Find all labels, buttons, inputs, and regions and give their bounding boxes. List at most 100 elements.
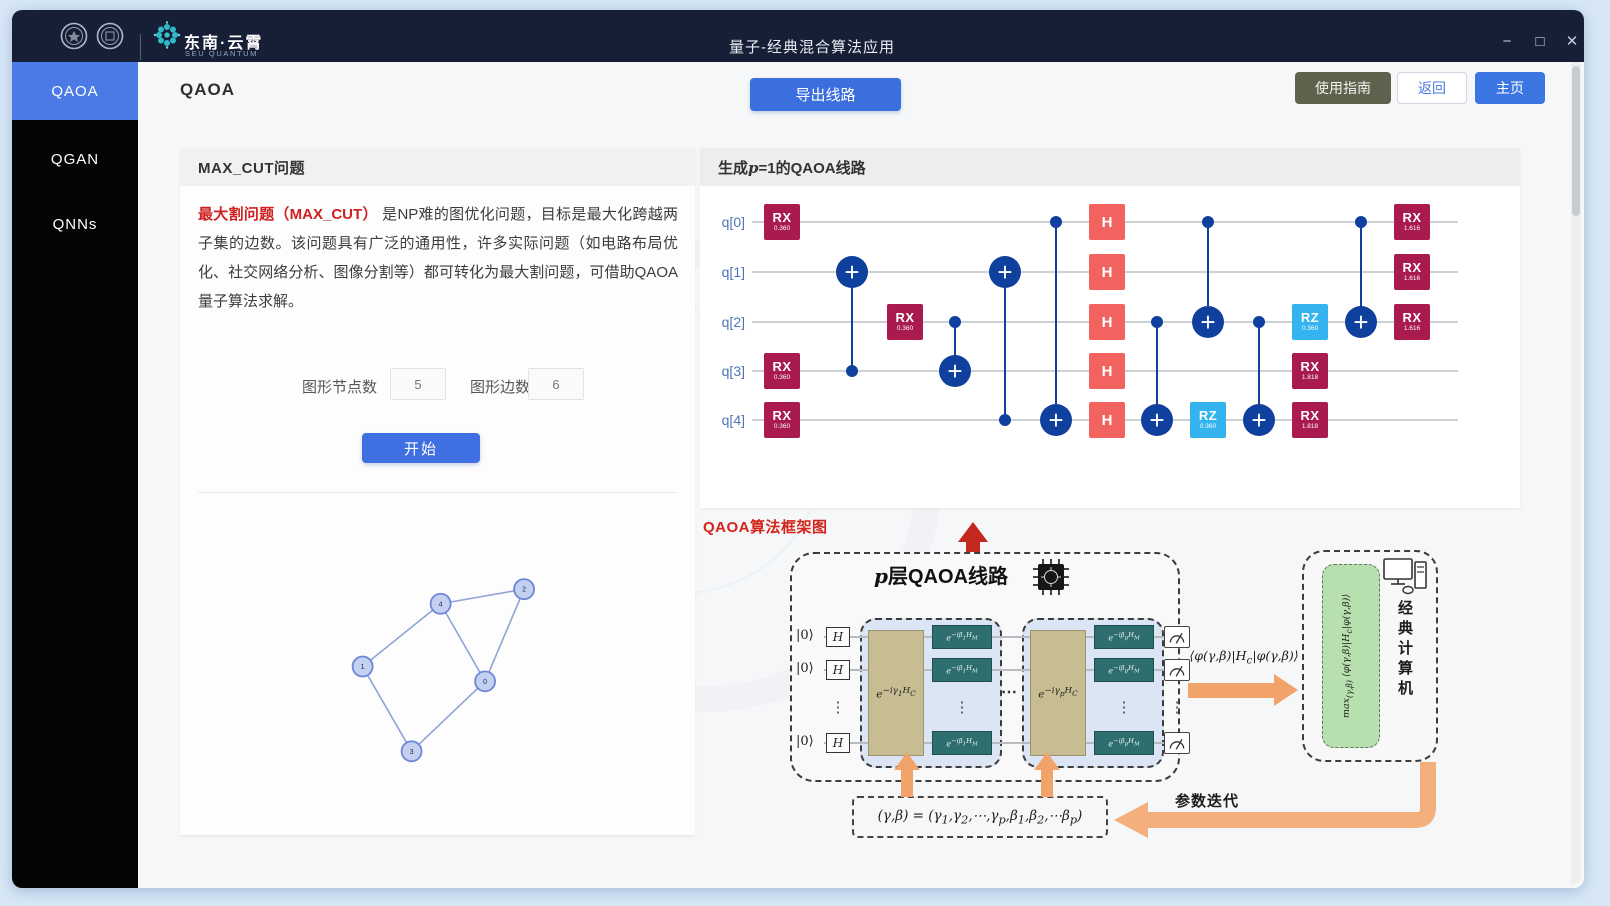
measurement-icon xyxy=(1164,659,1190,681)
cnot-target: + xyxy=(1040,404,1072,436)
mixer-unitary-box: e−iβ1HM xyxy=(932,658,992,682)
gate-h: H xyxy=(1089,402,1125,438)
cnot-control xyxy=(1151,316,1163,328)
vertical-dots: ⋮ xyxy=(1169,699,1185,716)
cost-unitary-box-p: e−iγpHC xyxy=(1030,630,1086,756)
cnot-connector xyxy=(1359,222,1363,322)
measurement-icon xyxy=(1164,732,1190,754)
graph-node xyxy=(513,578,535,601)
orange-right-arrow-head xyxy=(1274,674,1298,706)
gate-h: H xyxy=(1089,304,1125,340)
chip-icon xyxy=(1033,559,1069,595)
brand-divider xyxy=(140,34,141,60)
cnot-connector xyxy=(1003,272,1007,420)
maxcut-panel: MAX_CUT问题 最大割问题（MAX_CUT） 是NP难的图优化问题，目标是最… xyxy=(180,148,695,836)
window-title: 量子-经典混合算法应用 xyxy=(729,39,895,56)
gate-h: H xyxy=(1089,353,1125,389)
qubit-label: q[4] xyxy=(721,412,745,428)
edges-count-input[interactable] xyxy=(528,368,584,400)
graph-edge xyxy=(440,588,525,605)
mixer-unitary-box: e−iβpHM xyxy=(1094,731,1154,755)
classical-computer-label: 经典计算机 xyxy=(1396,600,1413,700)
ket-zero-label: |0⟩ xyxy=(796,734,814,749)
university-seal-icon xyxy=(96,22,124,50)
nodes-count-input[interactable] xyxy=(390,368,446,400)
ellipsis-between-blocks: ⋯ xyxy=(1001,684,1017,701)
vertical-dots: ⋮ xyxy=(830,699,846,716)
circuit-panel-header: 生成p=1的QAOA线路 xyxy=(700,148,1520,186)
cnot-target: + xyxy=(989,256,1021,288)
graph-node xyxy=(400,740,423,763)
maxcut-panel-title: MAX_CUT问题 xyxy=(198,159,306,177)
sidebar-item-qgan[interactable]: QGAN xyxy=(50,150,100,168)
atom-logo-icon xyxy=(153,21,181,49)
computer-icon xyxy=(1383,558,1427,595)
close-icon[interactable]: ✕ xyxy=(1565,33,1579,50)
red-up-arrow-icon xyxy=(958,522,988,542)
user-guide-button[interactable]: 使用指南 xyxy=(1295,72,1391,104)
circuit-panel-title: 生成p=1的QAOA线路 xyxy=(718,158,866,177)
orange-right-arrow-body xyxy=(1188,683,1274,698)
scrollbar-track[interactable] xyxy=(1571,62,1581,884)
graph-edge xyxy=(439,603,486,682)
sidebar-item-qnns[interactable]: QNNs xyxy=(52,215,98,233)
brand-name-cn: 东南·云霄 xyxy=(184,35,264,52)
hadamard-box: H xyxy=(826,660,850,680)
graph-node xyxy=(351,655,374,678)
qubit-label: q[1] xyxy=(721,264,745,280)
mixer-unitary-box: e−iβ1HM xyxy=(932,731,992,755)
cnot-connector xyxy=(1054,222,1058,420)
iteration-label: 参数迭代 xyxy=(1175,793,1240,810)
maxcut-description-highlight: 最大割问题（MAX_CUT） xyxy=(198,206,378,223)
vertical-dots: ⋮ xyxy=(954,699,970,716)
maxcut-description: 最大割问题（MAX_CUT） 是NP难的图优化问题，目标是最大化跨越两子集的边数… xyxy=(198,200,678,316)
mixer-unitary-box: e−iβ1HM xyxy=(932,625,992,649)
page-title: QAOA xyxy=(180,80,235,99)
orange-up-arrow-2-body xyxy=(1041,769,1053,797)
ket-zero-label: |0⟩ xyxy=(796,661,814,676)
cnot-control xyxy=(1355,216,1367,228)
maximize-icon[interactable]: □ xyxy=(1535,33,1545,50)
minimize-icon[interactable]: − xyxy=(1502,33,1512,50)
edges-count-label: 图形边数 xyxy=(470,379,531,396)
measurement-icon xyxy=(1164,626,1190,648)
cnot-target: + xyxy=(1192,306,1224,338)
cnot-target: + xyxy=(1141,404,1173,436)
framework-wire xyxy=(824,669,1174,671)
scrollbar-thumb[interactable] xyxy=(1572,66,1580,216)
university-seal-icon xyxy=(60,22,88,50)
graph-node-label: 3 xyxy=(410,749,414,756)
cnot-control xyxy=(1050,216,1062,228)
brand-name-en: SEU QUANTUM xyxy=(185,49,259,58)
parameter-iteration-arrow xyxy=(1114,762,1436,838)
framework-box-title: p层QAOA线路 xyxy=(874,564,1008,588)
classical-objective-box xyxy=(1322,564,1380,748)
cnot-connector xyxy=(953,322,957,371)
maxcut-panel-header: MAX_CUT问题 xyxy=(180,148,695,186)
graph-node-label: 1 xyxy=(361,664,365,671)
home-button[interactable]: 主页 xyxy=(1475,72,1545,104)
expectation-label: ⟨φ(γ,β)|Hc|φ(γ,β)⟩ xyxy=(1189,648,1299,667)
graph-node-label: 2 xyxy=(522,587,526,594)
qubit-label: q[3] xyxy=(721,363,745,379)
maxcut-description-rest: 是NP难的图优化问题，目标是最大化跨越两子集的边数。该问题具有广泛的通用性，许多… xyxy=(198,206,678,310)
cnot-connector xyxy=(1257,322,1261,420)
export-circuit-button[interactable]: 导出线路 xyxy=(750,78,901,111)
start-button[interactable]: 开始 xyxy=(362,433,480,463)
back-button[interactable]: 返回 xyxy=(1397,72,1467,104)
framework-section-title: QAOA算法框架图 xyxy=(703,519,828,536)
framework-wire xyxy=(824,636,1174,638)
cnot-connector xyxy=(1155,322,1159,420)
sidebar xyxy=(12,62,138,888)
sidebar-item-qaoa[interactable]: QAOA xyxy=(12,62,138,120)
